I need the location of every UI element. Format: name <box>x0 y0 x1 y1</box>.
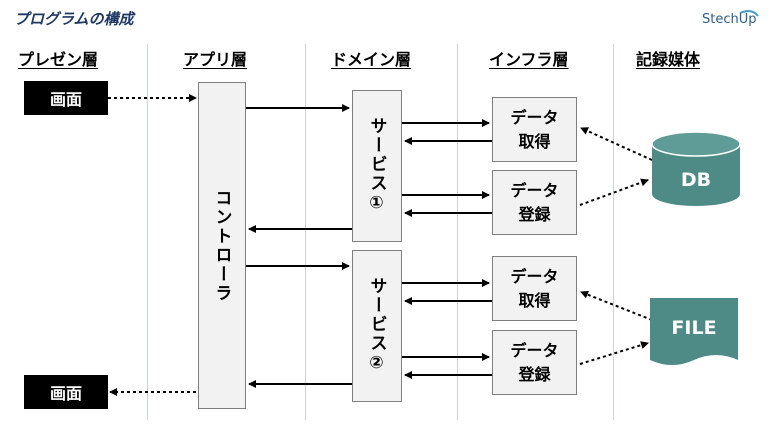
db-cylinder-icon <box>651 131 741 206</box>
screen-box-bottom: 画面 <box>24 375 108 409</box>
screen-box-top: 画面 <box>24 81 108 115</box>
infra-reg-box-2-line2: 登録 <box>518 364 551 384</box>
lane-header-storage: 記録媒体 <box>636 50 701 69</box>
lane-header-infra: インフラ層 <box>489 50 569 69</box>
infra-get-box-1-line2: 取得 <box>518 131 551 151</box>
db-label: DB <box>680 169 712 191</box>
dotted-arrow-reg-to-db <box>579 178 649 206</box>
infra-get-box-2-line2: 取得 <box>518 290 551 310</box>
stechup-logo: StechUp <box>700 8 760 34</box>
lane-divider <box>613 44 614 420</box>
lane-divider <box>457 44 458 420</box>
file-document-icon <box>650 298 738 365</box>
service2-box: サービス② <box>352 250 402 402</box>
infra-get-box-2: データ 取得 <box>492 256 577 321</box>
controller-box: コントローラ <box>198 82 246 409</box>
infra-get-box-1-line1: データ <box>510 107 559 127</box>
infra-reg-box-2-line1: データ <box>510 340 559 360</box>
lane-header-app: アプリ層 <box>183 50 248 69</box>
infra-reg-box-1-line1: データ <box>510 180 559 200</box>
service1-box: サービス① <box>352 90 402 242</box>
lane-divider <box>305 44 306 420</box>
file-label: FILE <box>671 317 717 339</box>
service1-label: サービス① <box>366 117 387 215</box>
logo-text: StechUp <box>702 12 757 27</box>
controller-label: コントローラ <box>211 188 232 303</box>
dotted-arrow-file-to-get <box>580 290 653 321</box>
infra-reg-box-1: データ 登録 <box>492 170 577 235</box>
infra-get-box-1: データ 取得 <box>492 97 577 162</box>
lane-header-presentation: プレゼン層 <box>18 50 99 69</box>
dotted-arrow-reg-to-file <box>579 341 649 365</box>
dotted-arrow-db-to-get <box>580 127 653 161</box>
infra-reg-box-1-line2: 登録 <box>518 204 551 224</box>
logo-arc-icon <box>739 10 759 17</box>
infra-reg-box-2: データ 登録 <box>492 330 577 395</box>
lane-header-domain: ドメイン層 <box>331 50 412 69</box>
infra-get-box-2-line1: データ <box>510 266 559 286</box>
page-title: プログラムの構成 <box>14 10 134 28</box>
service2-label: サービス② <box>366 277 387 375</box>
lane-divider <box>147 44 148 420</box>
